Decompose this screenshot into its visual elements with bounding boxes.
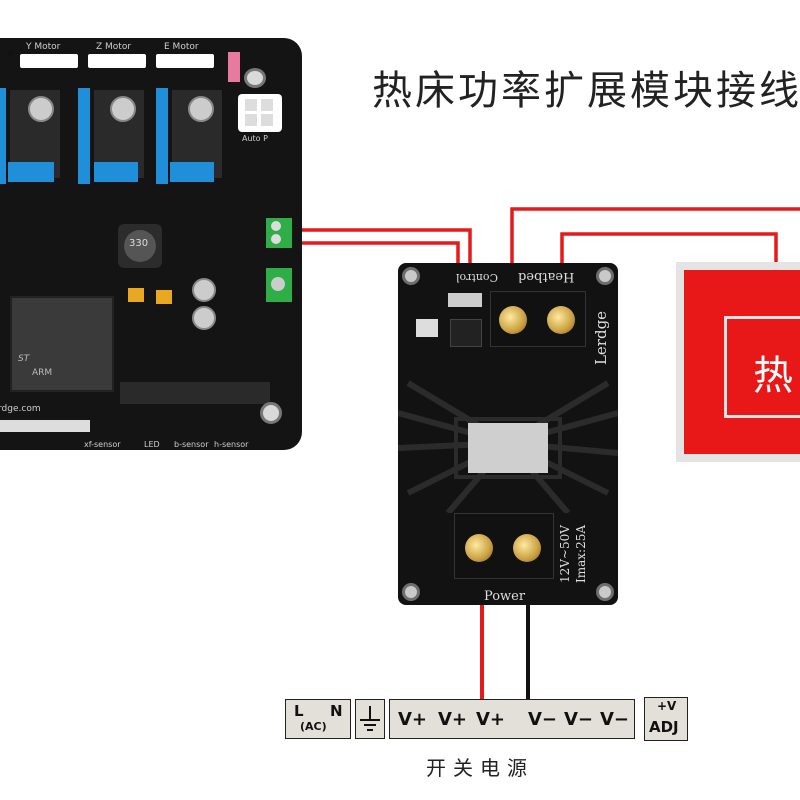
motor-label-e: E Motor	[164, 42, 199, 52]
sensor-label-led: LED	[144, 440, 160, 449]
pink-header	[228, 52, 240, 82]
inductor: 330	[118, 224, 162, 268]
power-label: Power	[484, 589, 526, 604]
heatbed-control-terminal	[266, 218, 292, 248]
heatbed: 热	[676, 262, 800, 462]
board-mount-hole	[244, 68, 266, 88]
sensor-label-h: h-sensor	[214, 440, 249, 449]
capacitor	[188, 96, 214, 122]
v-minus-label: V−	[528, 709, 558, 730]
power-input-terminal	[454, 513, 554, 579]
controller-board: Y Motor Z Motor E Motor Auto P 330	[0, 38, 302, 450]
driver-socket-z	[156, 88, 168, 184]
v-minus-label: V−	[564, 709, 594, 730]
heatbed-label: 热	[753, 353, 793, 399]
v-plus-label: V+	[476, 709, 506, 730]
module-mount-hole	[596, 267, 614, 285]
driver-socket-y	[78, 88, 90, 184]
board-mount-hole	[260, 402, 282, 424]
ribbon-connector	[0, 420, 90, 432]
auto-power-connector	[238, 94, 282, 132]
heatbed-label: Heatbed	[518, 269, 575, 284]
psu-ground-terminal	[355, 699, 385, 739]
motor-label-y: Y Motor	[26, 42, 61, 52]
heatbed-wire-b	[560, 232, 778, 290]
diagram-title: 热床功率扩展模块接线	[372, 68, 800, 114]
control-label: Control	[456, 271, 498, 284]
mcu-chip: ST ARM	[10, 296, 114, 392]
v-plus-label: V+	[438, 709, 468, 730]
module-mount-hole	[596, 583, 614, 601]
psu-dc-terminal: V+ V+ V+ V− V− V−	[389, 699, 635, 739]
v-minus-label: V−	[600, 709, 630, 730]
motor-connector-y	[20, 54, 78, 68]
voltage-label: 12V~50V	[558, 525, 572, 583]
module-mount-hole	[402, 583, 420, 601]
heatsink	[398, 373, 618, 513]
driver-socket-x	[0, 88, 6, 184]
sensor-label-b: b-sensor	[174, 440, 209, 449]
control-input-connector	[448, 293, 482, 307]
url-label: rdge.com	[0, 404, 41, 414]
heatbed-output-terminal	[490, 291, 586, 347]
motor-label-z: Z Motor	[96, 42, 132, 52]
heatbed-power-module: Control Heatbed Lerdge 12V~50V Imax:25A …	[398, 263, 618, 605]
motor-connector-z	[88, 54, 146, 68]
current-label: Imax:25A	[574, 524, 588, 583]
psu-ac-terminal: L N (AC)	[285, 699, 351, 739]
ground-icon	[360, 706, 380, 731]
psu-adj-terminal: +V ADJ	[644, 697, 688, 741]
auto-power-label: Auto P	[242, 134, 268, 143]
module-mount-hole	[402, 267, 420, 285]
sensor-label-xf: xf-sensor	[84, 440, 121, 449]
v-plus-label: V+	[398, 709, 428, 730]
green-terminal	[266, 268, 292, 302]
brand-label: Lerdge	[592, 310, 611, 366]
capacitor	[28, 96, 54, 122]
psu-caption: 开关电源	[426, 756, 534, 780]
capacitor	[110, 96, 136, 122]
motor-connector-e	[156, 54, 214, 68]
